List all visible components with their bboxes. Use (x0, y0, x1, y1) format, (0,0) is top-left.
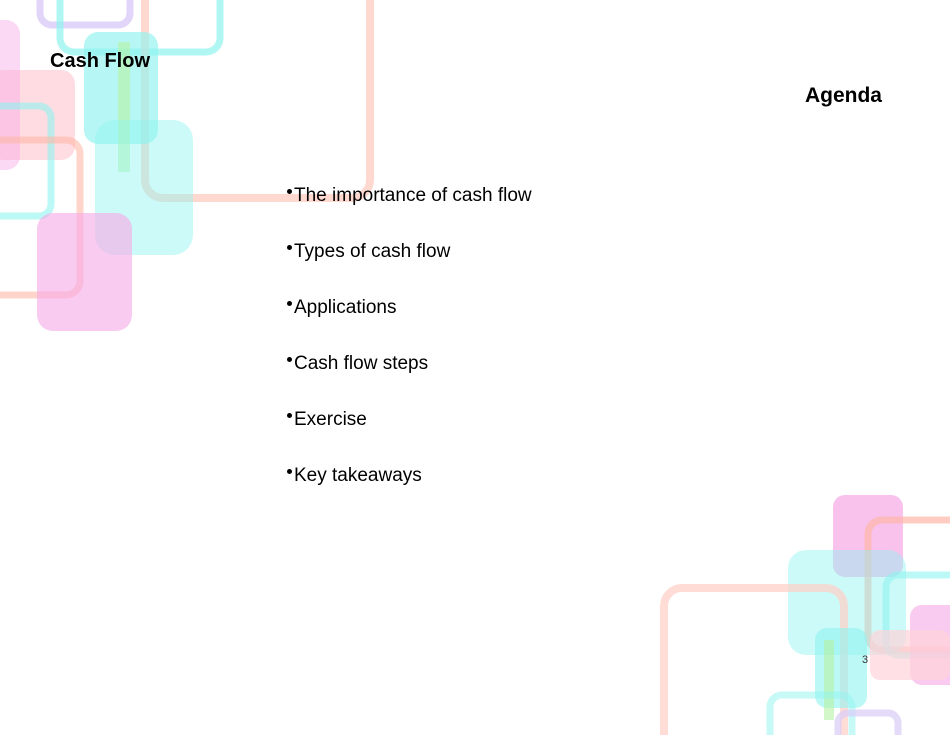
agenda-item: The importance of cash flow (287, 183, 532, 239)
agenda-item-text: The importance of cash flow (294, 185, 532, 206)
agenda-item: Applications (287, 295, 532, 351)
agenda-item: Exercise (287, 407, 532, 463)
bullet-icon (287, 469, 292, 474)
bullet-icon (287, 301, 292, 306)
agenda-item-text: Key takeaways (294, 465, 422, 486)
agenda-item: Key takeaways (287, 463, 532, 519)
bullet-icon (287, 357, 292, 362)
agenda-item: Cash flow steps (287, 351, 532, 407)
agenda-item-text: Exercise (294, 409, 367, 430)
bullet-icon (287, 245, 292, 250)
page-number: 3 (862, 654, 869, 666)
slide-title: Agenda (804, 84, 882, 107)
bullet-icon (287, 189, 292, 194)
agenda-item-text: Cash flow steps (294, 353, 429, 374)
agenda-item-text: Applications (294, 297, 397, 318)
agenda-item-text: Types of cash flow (294, 241, 451, 262)
deck-title: Cash Flow (50, 50, 151, 72)
agenda-list: The importance of cash flow Types of cas… (287, 183, 532, 519)
agenda-item: Types of cash flow (287, 239, 532, 295)
bullet-icon (287, 413, 292, 418)
